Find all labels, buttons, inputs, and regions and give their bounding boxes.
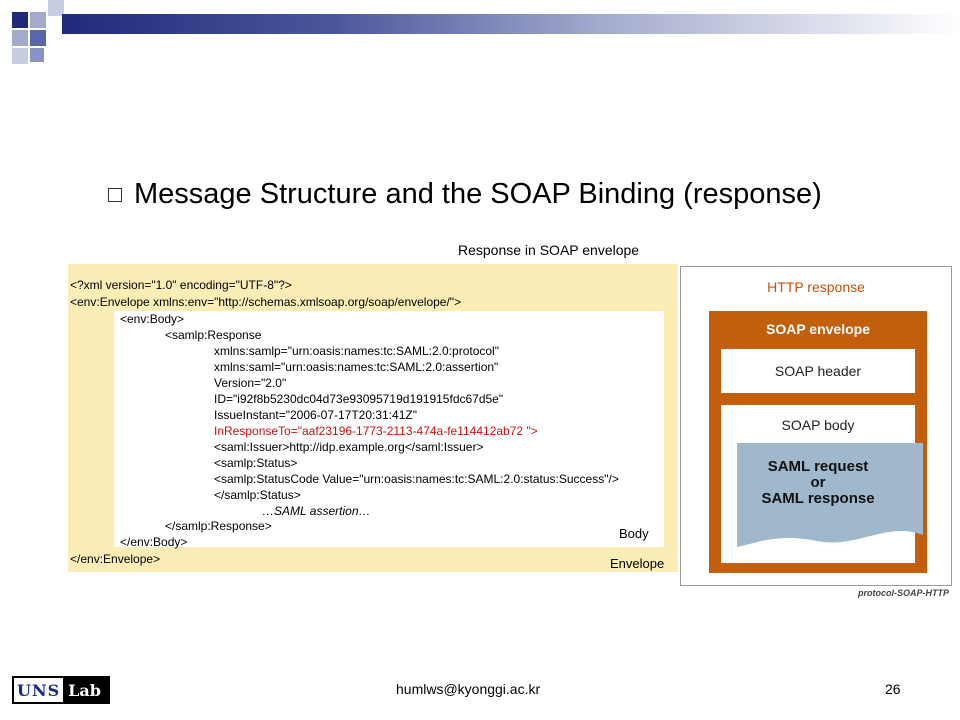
page-number: 26 bbox=[885, 681, 901, 697]
code-line: <env:Envelope xmlns:env="http://schemas.… bbox=[70, 295, 462, 309]
logo-lab-text: Lab bbox=[63, 678, 108, 702]
soap-body-title: SOAP body bbox=[781, 417, 855, 433]
diagram-caption: protocol-SOAP-HTTP bbox=[858, 588, 949, 598]
logo-uns-text: UNS bbox=[14, 678, 64, 702]
corner-decoration bbox=[0, 0, 80, 70]
saml-document-shape bbox=[737, 443, 923, 547]
slide-title: Message Structure and the SOAP Binding (… bbox=[108, 178, 822, 211]
code-line: </samlp:Status> bbox=[214, 488, 301, 502]
saml-line-response: SAML response bbox=[761, 490, 875, 507]
http-response-title: HTTP response bbox=[767, 279, 865, 295]
soap-header-box: SOAP header bbox=[721, 349, 915, 393]
code-line: <samlp:Status> bbox=[214, 456, 298, 470]
code-line: <?xml version="1.0" encoding="UTF-8"?> bbox=[70, 278, 292, 292]
code-line: …SAML assertion… bbox=[262, 504, 371, 518]
code-line: <samlp:Response bbox=[165, 328, 262, 342]
saml-message-label: SAML request or SAML response bbox=[721, 459, 915, 507]
code-line: Version="2.0" bbox=[214, 376, 287, 390]
code-line: xmlns:saml="urn:oasis:names:tc:SAML:2.0:… bbox=[214, 360, 499, 374]
code-line: xmlns:samlp="urn:oasis:names:tc:SAML:2.0… bbox=[214, 344, 499, 358]
saml-line-or: or bbox=[810, 474, 826, 491]
code-line: IssueInstant="2006-07-17T20:31:41Z" bbox=[214, 408, 417, 422]
code-line: </env:Envelope> bbox=[70, 552, 161, 566]
http-response-diagram: HTTP response SOAP envelope SOAP header … bbox=[680, 266, 952, 586]
soap-header-label: SOAP header bbox=[774, 363, 862, 379]
envelope-label: Envelope bbox=[610, 556, 665, 571]
header-gradient-bar bbox=[62, 14, 960, 34]
slide-title-text: Message Structure and the SOAP Binding (… bbox=[134, 178, 822, 210]
soap-envelope-title: SOAP envelope bbox=[765, 321, 870, 337]
soap-body-code-block bbox=[114, 311, 664, 547]
response-caption: Response in SOAP envelope bbox=[458, 242, 640, 258]
body-label: Body bbox=[619, 526, 649, 541]
saml-document-fill bbox=[737, 443, 923, 547]
square-bullet-icon bbox=[108, 187, 122, 202]
code-line-highlight: InResponseTo="aaf23196-1773-2113-474a-fe… bbox=[214, 424, 538, 438]
code-line: ID="i92f8b5230dc04d73e93095719d191915fdc… bbox=[214, 392, 504, 406]
soap-envelope-box: SOAP envelope SOAP header SOAP body SAML… bbox=[709, 311, 927, 573]
code-line: </samlp:Response> bbox=[165, 519, 272, 533]
code-line: <env:Body> bbox=[120, 312, 185, 326]
footer-email: humlws@kyonggi.ac.kr bbox=[396, 681, 541, 697]
uns-lab-logo: UNS Lab bbox=[12, 676, 110, 704]
code-line: <samlp:StatusCode Value="urn:oasis:names… bbox=[214, 472, 619, 486]
saml-line-request: SAML request bbox=[767, 458, 869, 475]
code-line: <saml:Issuer>http://idp.example.org</sam… bbox=[214, 440, 484, 454]
soap-body-box: SOAP body SAML request or SAML response bbox=[721, 405, 923, 563]
code-line: </env:Body> bbox=[120, 535, 188, 549]
